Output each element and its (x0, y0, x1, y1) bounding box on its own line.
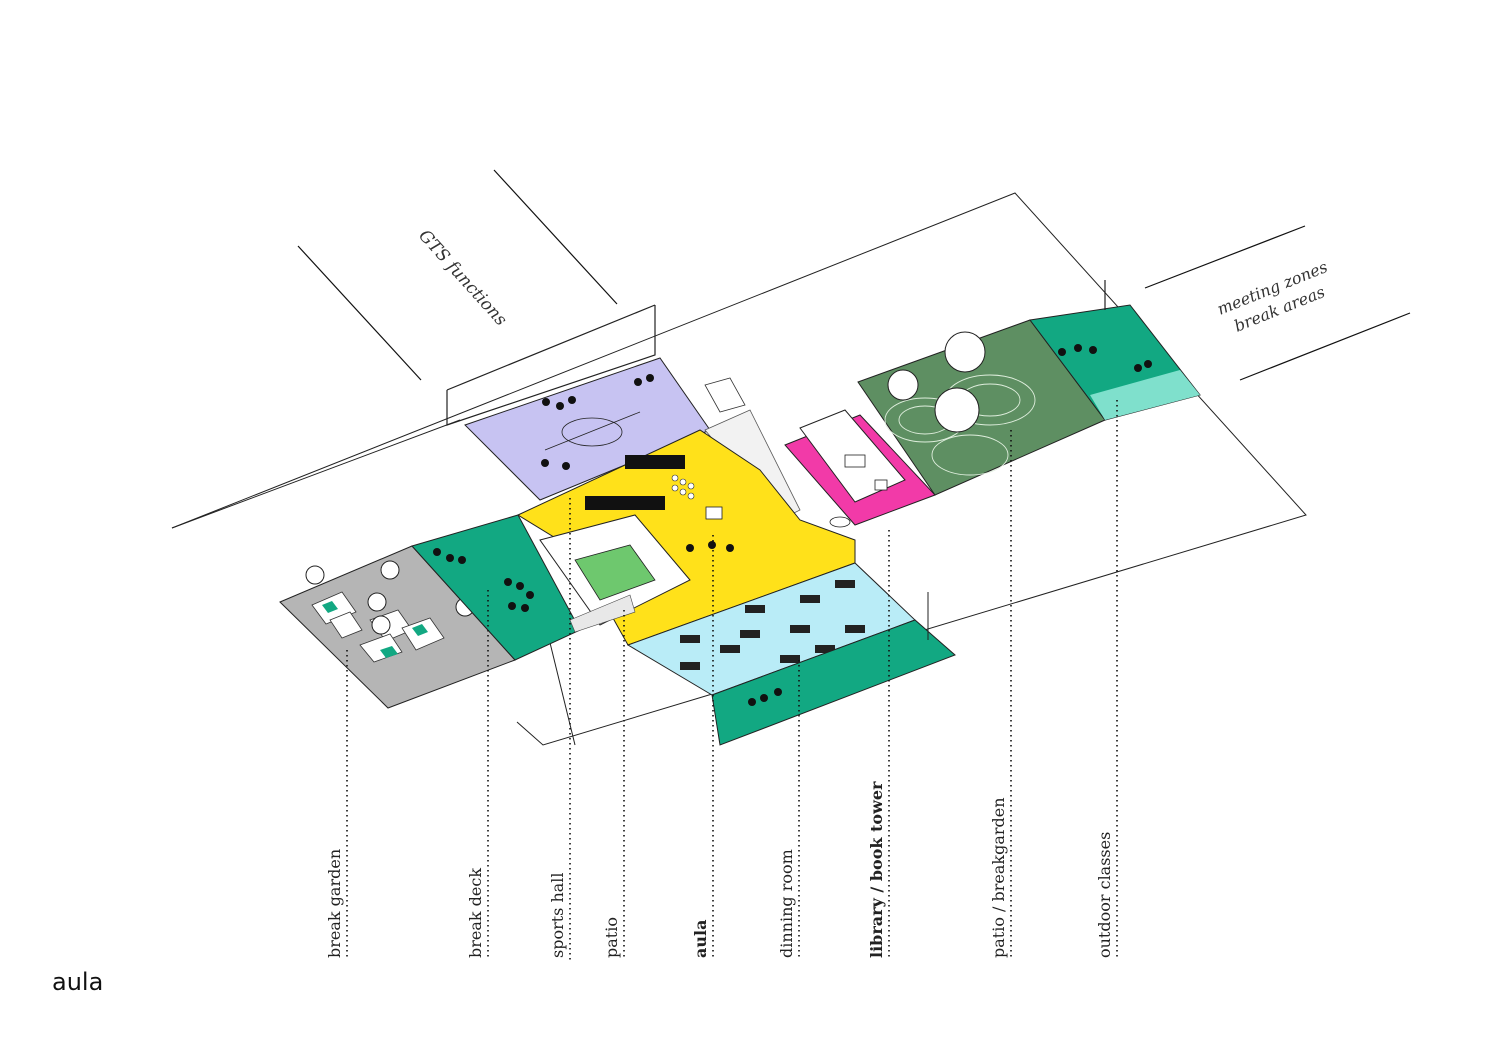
tree-icon (371, 615, 391, 635)
table-icon (680, 580, 865, 670)
zone-label-break-deck: break deck (466, 868, 485, 958)
outdoor-classes-zone (1029, 280, 1201, 421)
sports-hall-zone (446, 304, 711, 501)
leader-lines (346, 400, 1118, 960)
players-icon (541, 374, 654, 470)
zone-label-outdoor-classes: outdoor classes (1095, 832, 1114, 958)
tree-icon (934, 387, 980, 433)
outdoor-strip-zone (711, 592, 956, 746)
zone-labels: break garden break deck sports hall pati… (325, 781, 1114, 958)
zone-label-break-garden: break garden (325, 849, 344, 958)
people-icon (686, 541, 734, 552)
zone-label-aula: aula (691, 920, 710, 958)
people-icon (1058, 344, 1152, 372)
patio-breakgarden-zone (857, 319, 1106, 496)
caption: aula (52, 968, 104, 996)
seating-icon (671, 474, 695, 500)
zone-label-dinning-room: dinning room (777, 849, 796, 958)
gts-header-lines (297, 169, 618, 381)
tree-icon (944, 331, 986, 373)
zone-label-library: library / book tower (867, 781, 886, 958)
dinning-room-zone (626, 562, 916, 696)
zone-label-patio-breakgarden: patio / breakgarden (989, 797, 1008, 958)
meeting-header-lines (1144, 225, 1411, 381)
library-zone (784, 409, 936, 528)
zone-label-patio: patio (602, 917, 621, 958)
tree-icon (305, 565, 325, 585)
tree-icon (367, 592, 387, 612)
patio-zone (539, 514, 691, 633)
gts-functions-label: GTS functions (414, 226, 511, 330)
board-icon (705, 506, 723, 520)
tree-icon (380, 560, 400, 580)
break-garden-zone (279, 545, 516, 709)
zone-label-sports-hall: sports hall (548, 872, 567, 958)
people-icon (748, 688, 782, 706)
crowd-icon (585, 455, 685, 510)
people-icon (433, 548, 534, 612)
tree-icon (887, 369, 919, 401)
